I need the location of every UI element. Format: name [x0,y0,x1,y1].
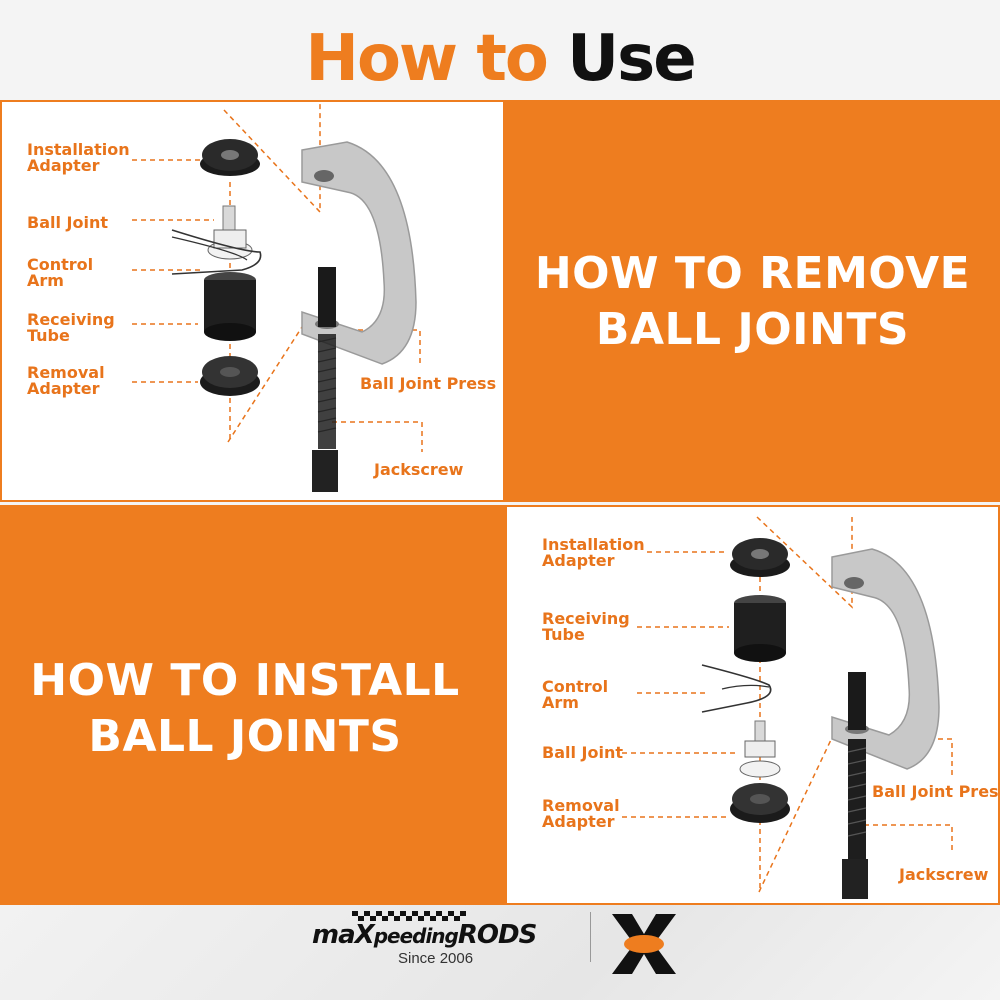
install-heading-line1: HOW TO INSTALL [30,655,460,706]
remove-label-receiving-tube-line2: Tube [27,326,70,345]
install-label-installation-adapter-line1: Installation [542,535,645,554]
remove-label-control-arm-line2: Arm [27,271,64,290]
brand-mid: peeding [373,924,459,948]
install-label-jackscrew: Jackscrew [899,865,989,884]
remove-label-control-arm: Control Arm [27,257,93,289]
remove-heading-line2: BALL JOINTS [595,304,910,355]
footer-divider [590,912,591,962]
remove-diagram-panel: Installation Adapter Ball Joint Control … [0,100,505,502]
install-label-installation-adapter-line2: Adapter [542,551,615,570]
remove-label-installation-adapter-line2: Adapter [27,156,100,175]
remove-label-installation-adapter: Installation Adapter [27,142,130,174]
remove-label-control-arm-line1: Control [27,255,94,274]
brand-since: Since 2006 [398,950,474,967]
remove-label-jackscrew: Jackscrew [374,460,464,479]
install-label-receiving-tube: Receiving Tube [542,611,630,643]
brand-prefix: maX [312,920,375,950]
install-label-removal-adapter-line2: Adapter [542,812,615,831]
install-label-removal-adapter-line1: Removal [542,796,620,815]
title-word-how-to: How to [305,22,548,96]
remove-label-ball-joint: Ball Joint [27,213,108,232]
install-label-control-arm-line1: Control [542,677,609,696]
page-title: How to Use [0,18,1000,100]
install-heading: HOW TO INSTALL BALL JOINTS [0,653,490,765]
remove-diagram-art [132,102,423,492]
install-heading-line2: BALL JOINTS [88,711,402,762]
install-label-ball-joint: Ball Joint [542,743,623,762]
remove-label-removal-adapter-line1: Removal [27,363,105,382]
install-heading-panel: HOW TO INSTALL BALL JOINTS [0,505,505,905]
install-label-removal-adapter: Removal Adapter [542,798,620,830]
install-label-receiving-tube-line1: Receiving [542,609,630,628]
remove-label-removal-adapter-line2: Adapter [27,379,100,398]
install-diagram-art [622,516,953,899]
footer [0,905,1000,1000]
install-diagram-panel: Installation Adapter Receiving Tube Cont… [505,505,1000,905]
remove-label-receiving-tube-line1: Receiving [27,310,115,329]
title-word-use: Use [567,22,696,96]
remove-label-receiving-tube: Receiving Tube [27,312,115,344]
install-label-receiving-tube-line2: Tube [542,625,585,644]
remove-heading-panel: HOW TO REMOVE BALL JOINTS [505,100,1000,502]
install-label-installation-adapter: Installation Adapter [542,537,645,569]
brand-suffix: RODS [457,920,537,950]
install-label-control-arm-line2: Arm [542,693,579,712]
remove-label-removal-adapter: Removal Adapter [27,365,105,397]
brand-wordmark: maXpeedingRODS [312,920,537,950]
remove-label-ball-joint-press: Ball Joint Press [360,374,497,393]
footer-checker-flag-icon [352,911,466,921]
remove-label-installation-adapter-line1: Installation [27,140,130,159]
remove-heading: HOW TO REMOVE BALL JOINTS [505,246,1000,358]
install-label-control-arm: Control Arm [542,679,608,711]
install-label-ball-joint-press: Ball Joint Press [872,782,1000,801]
remove-heading-line1: HOW TO REMOVE [534,248,971,299]
brand-x-logo-icon [612,914,676,974]
